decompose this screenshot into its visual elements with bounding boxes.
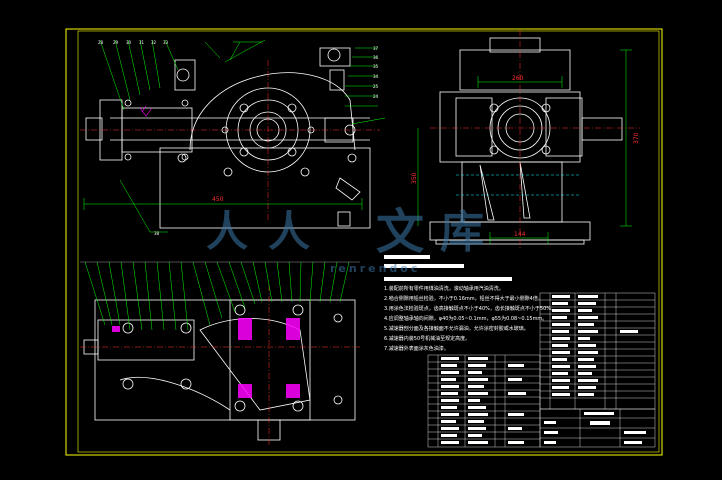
parts-list-middle bbox=[427, 354, 541, 448]
watermark-char-1: 人 bbox=[206, 207, 249, 256]
side-view-centerlines bbox=[430, 30, 640, 250]
side-height-left-dimension: 350 bbox=[411, 172, 418, 184]
side-view bbox=[429, 37, 623, 245]
svg-text:30: 30 bbox=[126, 40, 132, 45]
front-view-section bbox=[139, 105, 153, 117]
watermark-char-3: 文 bbox=[376, 204, 425, 260]
inner-frame bbox=[77, 30, 660, 453]
svg-text:24: 24 bbox=[373, 94, 379, 99]
tech-note: 2.啮合侧隙用铅丝检验，不小于0.16mm，铅丝不得大于最小侧隙4倍。 bbox=[384, 296, 543, 302]
plan-section-hatching bbox=[112, 318, 300, 398]
tech-note: 3.用涂色法检验斑点，齿高接触斑点不小于40%，齿长接触斑点不小于50%。 bbox=[384, 306, 557, 312]
svg-text:32: 32 bbox=[151, 40, 157, 45]
outer-frame bbox=[65, 28, 663, 456]
svg-text:34: 34 bbox=[373, 74, 379, 79]
svg-text:33: 33 bbox=[163, 40, 169, 45]
side-view-dimension-lines bbox=[417, 49, 632, 244]
tech-note: 6.减速器内装50号机械油至规定高度。 bbox=[384, 336, 471, 342]
svg-text:28: 28 bbox=[98, 40, 104, 45]
watermark-char-4: 库 bbox=[440, 207, 484, 258]
plan-section-centerlines bbox=[80, 285, 360, 445]
side-bottom-dimension: 144 bbox=[514, 231, 526, 238]
tech-note: 1.装配前所有零件用煤油清洗，滚动轴承用汽油清洗。 bbox=[384, 286, 504, 292]
front-view-centerlines bbox=[80, 60, 380, 220]
title-block-entries bbox=[544, 412, 646, 444]
svg-text:31: 31 bbox=[139, 40, 145, 45]
svg-text:29: 29 bbox=[113, 40, 119, 45]
watermark-char-2: 人 bbox=[268, 207, 311, 256]
title-block bbox=[539, 408, 656, 448]
plan-section-view bbox=[83, 299, 356, 441]
plan-section-leaders bbox=[80, 261, 360, 331]
front-width-dimension: 450 bbox=[212, 196, 224, 203]
svg-text:35: 35 bbox=[373, 64, 379, 69]
front-view-leaders bbox=[83, 39, 386, 233]
svg-text:37: 37 bbox=[373, 46, 379, 51]
svg-text:36: 36 bbox=[373, 55, 379, 60]
watermark-subtitle: renrendoc bbox=[330, 262, 421, 275]
side-top-dimension: 260 bbox=[512, 75, 524, 82]
side-view-hidden-lines bbox=[456, 174, 580, 196]
front-view-balloon-numbers: 28 29 30 31 32 33 37 36 35 34 25 24 38 bbox=[98, 40, 379, 236]
svg-text:25: 25 bbox=[373, 84, 379, 89]
tech-note: 7.减速器外表面涂灰色油漆。 bbox=[384, 346, 449, 352]
parts-list-middle-entries bbox=[441, 357, 526, 444]
tech-note: 4.应调整轴承轴向间隙，φ40为0.05~0.1mm，φ55为0.08~0.15… bbox=[384, 316, 548, 322]
tech-requirements-heading bbox=[384, 255, 512, 281]
tech-note: 5.减速器剖分面及各接触面不允许漏油，允许涂密封胶或水玻璃。 bbox=[384, 326, 529, 332]
svg-text:38: 38 bbox=[154, 231, 160, 236]
side-height-right-dimension: 370 bbox=[633, 132, 640, 144]
parts-list-right-entries bbox=[552, 295, 638, 396]
